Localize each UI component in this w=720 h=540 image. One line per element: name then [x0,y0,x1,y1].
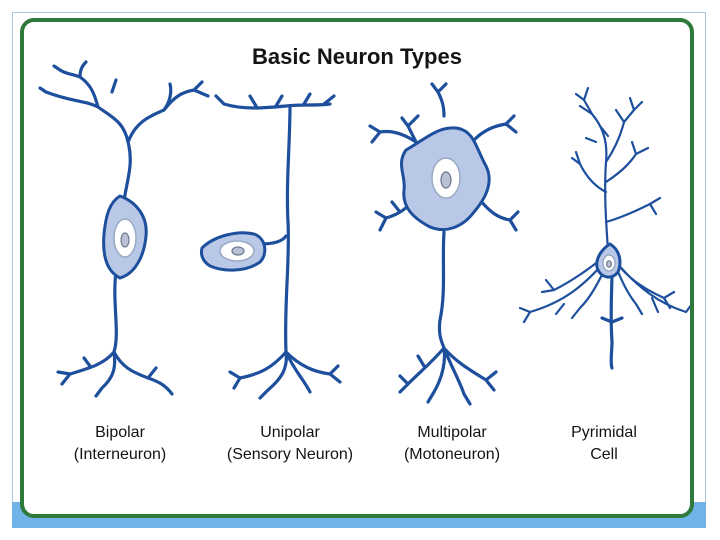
bipolar-neuron-illustration [38,60,210,398]
multipolar-sublabel: (Motoneuron) [403,446,501,463]
pyramidal-label: Pyrimidal [571,424,637,441]
multipolar-neuron-illustration [368,82,520,406]
unipolar-neuron-illustration [200,92,342,400]
pyramidal-sublabel: Cell [590,446,618,463]
unipolar-sublabel: (Sensory Neuron) [226,446,354,463]
figure-title: Basic Neuron Types [252,44,462,69]
multipolar-caption: Multipolar (Motoneuron) [382,422,522,466]
unipolar-caption: Unipolar (Sensory Neuron) [200,422,380,466]
bipolar-sublabel: (Interneuron) [73,446,167,463]
pyramidal-neuron-illustration [518,86,690,370]
unipolar-label: Unipolar [260,424,320,441]
multipolar-label: Multipolar [417,424,487,441]
bipolar-caption: Bipolar (Interneuron) [60,422,180,466]
neuron-illustrations [38,60,690,406]
pyramidal-caption: Pyrimidal Cell [544,422,664,466]
neuron-types-figure: Basic Neuron Types [20,18,694,518]
bipolar-label: Bipolar [95,424,145,441]
